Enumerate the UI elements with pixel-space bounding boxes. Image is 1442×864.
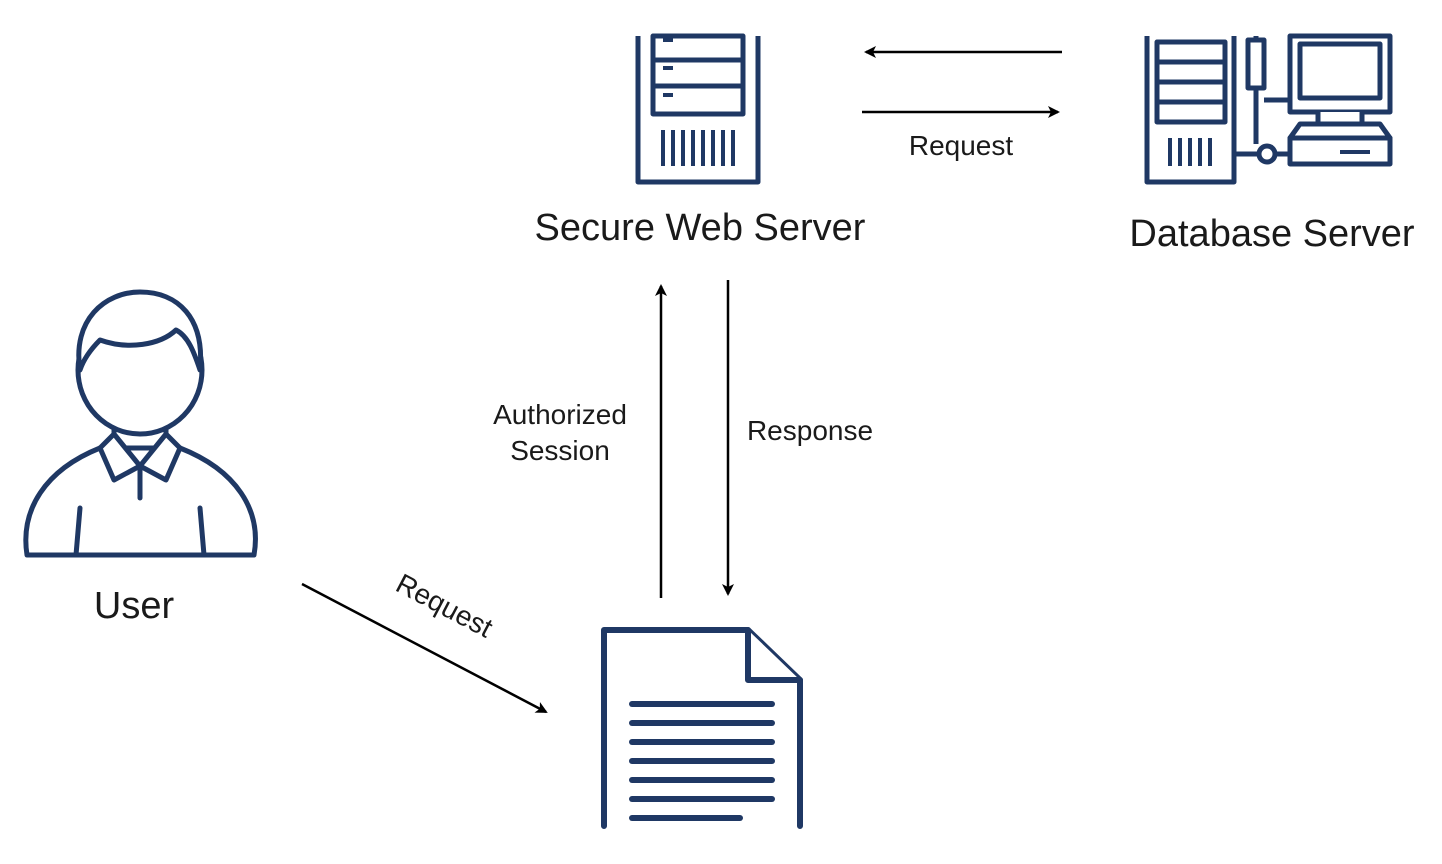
user-to-document-request-arrow — [301, 582, 548, 714]
database-server-icon — [1144, 33, 1393, 185]
authorized-session-label-line1: Authorized — [493, 399, 627, 430]
authorized-session-label-line2: Session — [510, 435, 610, 466]
user-to-document-request-label: Request — [391, 568, 498, 644]
web-server-label: Secure Web Server — [535, 207, 866, 249]
database-server-label: Database Server — [1129, 213, 1414, 255]
web-to-db-request-label: Request — [909, 130, 1014, 161]
user-avatar-icon — [23, 289, 258, 558]
user-label: User — [94, 585, 175, 627]
document-icon — [601, 627, 803, 829]
server-tower-icon — [635, 33, 761, 185]
response-label: Response — [747, 415, 873, 446]
